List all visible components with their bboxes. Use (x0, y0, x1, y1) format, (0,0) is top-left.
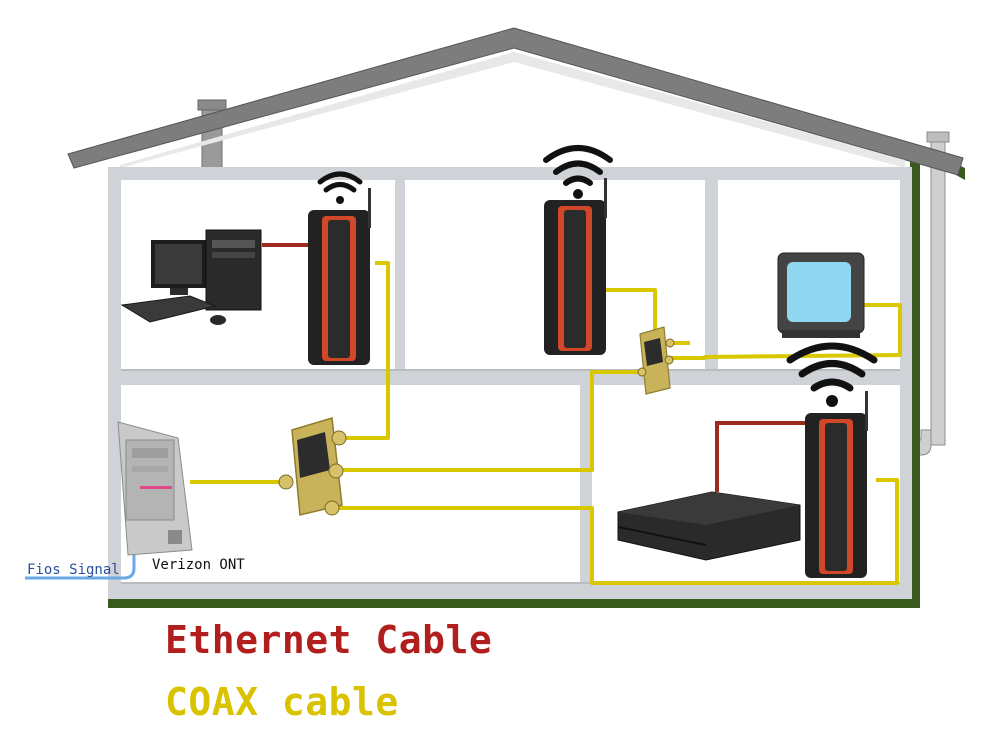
verizon-ont-icon (117, 421, 193, 556)
wifi-signal-icon (317, 171, 363, 204)
fios-signal-label: Fios Signal (27, 562, 120, 578)
fios-fiber-line (25, 555, 136, 580)
desktop-computer-icon (120, 229, 262, 325)
game-console-icon (617, 491, 801, 561)
ethernet-cables (262, 243, 805, 492)
router-icon (308, 188, 371, 365)
television-icon (777, 252, 865, 338)
router-icon (805, 391, 868, 578)
coax-splitter-icon (278, 417, 347, 516)
wifi-signal-icon (543, 145, 613, 199)
wifi-signal-icon (786, 342, 878, 407)
verizon-ont-label: Verizon ONT (152, 557, 245, 573)
legend-coax-cable: COAX cable (165, 680, 399, 724)
roof (67, 27, 964, 176)
room-basement-left (121, 385, 580, 583)
coax-splitter-icon (637, 326, 675, 395)
legend-ethernet-cable: Ethernet Cable (165, 618, 493, 662)
router-icon (544, 178, 607, 355)
